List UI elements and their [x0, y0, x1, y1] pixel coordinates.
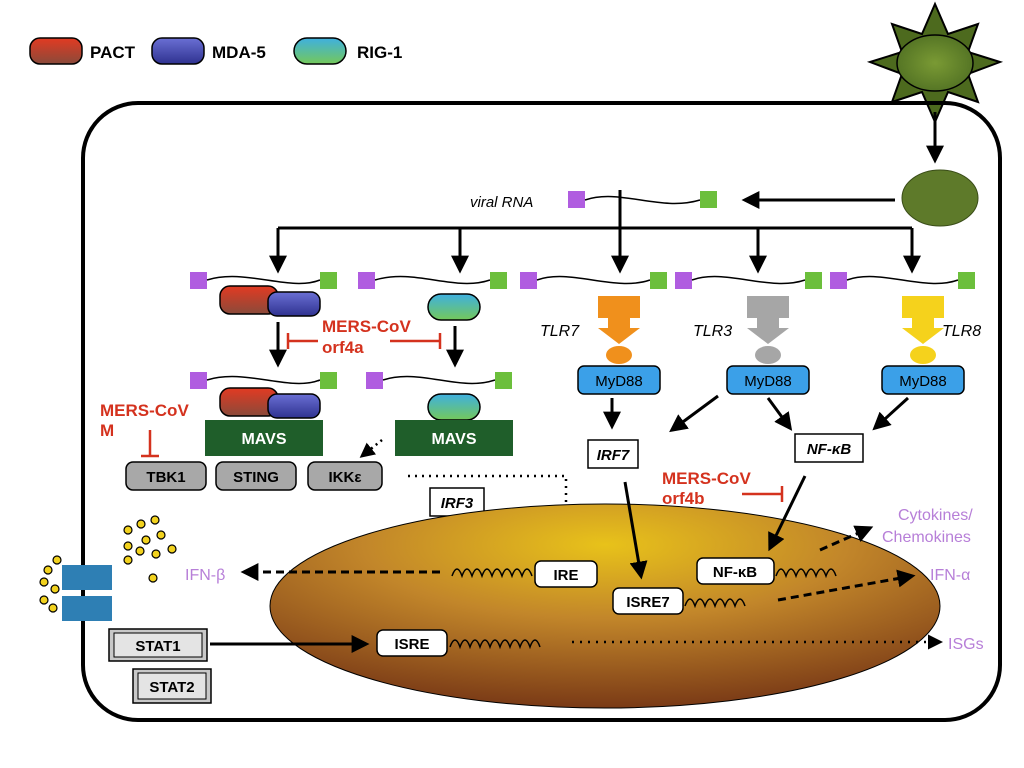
ire-box: [534, 560, 598, 588]
tlr8-receptor: [902, 296, 944, 364]
stat2-label: STAT2: [149, 679, 194, 696]
isre7-box: [612, 587, 684, 615]
legend: PACT MDA-5 RIG-1: [29, 37, 402, 65]
mers-cov-orf4a-label-2: orf4a: [322, 338, 364, 357]
ikke-box: [307, 461, 383, 491]
ifn-beta-label: IFN-β: [185, 567, 225, 584]
stat1-label: STAT1: [135, 638, 180, 655]
isre-box: [376, 629, 448, 657]
rna-strands-row1: [190, 272, 975, 289]
tlr7-label: TLR7: [540, 323, 580, 340]
tbk1-box: [125, 461, 207, 491]
mda5-protein: [267, 291, 321, 317]
tlr8-label: TLR8: [942, 323, 981, 340]
cytokines-label: Cytokines/: [898, 507, 973, 524]
legend-pact-label: PACT: [90, 43, 136, 62]
rna-3-end-icon: [700, 191, 717, 208]
nfkb-box-cytoplasm: [794, 433, 864, 463]
rna-5-end-icon: [568, 191, 585, 208]
nfkb-box-nucleus: [696, 557, 775, 585]
sting-label: STING: [233, 469, 279, 486]
tlr3-receptor: [747, 296, 789, 364]
mers-cov-orf4a-label-1: MERS-CoV: [322, 317, 411, 336]
irf3-box: [429, 487, 485, 517]
myd88-label-tlr3: MyD88: [744, 373, 792, 390]
myd88-box-tlr8: [881, 365, 965, 395]
isgs-label: ISGs: [948, 636, 984, 653]
ikke-label: IKKε: [329, 469, 362, 486]
mers-cov-orf4b-label-1: MERS-CoV: [662, 469, 751, 488]
isre7-label: ISRE7: [626, 594, 669, 611]
ifn-alpha-label: IFN-α: [930, 567, 970, 584]
tlr3-label: TLR3: [693, 323, 732, 340]
irf3-label: IRF3: [441, 495, 474, 512]
myd88-box-tlr7: [577, 365, 661, 395]
legend-mda5-label: MDA-5: [212, 43, 266, 62]
mers-cov-orf4b-label-2: orf4b: [662, 489, 705, 508]
rig1-protein: [427, 293, 481, 321]
nucleus: [269, 503, 941, 709]
mda5-legend-swatch: [151, 37, 205, 65]
irf7-box: [587, 439, 639, 469]
viral-rna-label: viral RNA: [470, 194, 533, 211]
myd88-label-tlr7: MyD88: [595, 373, 643, 390]
legend-rig1-label: RIG-1: [357, 43, 402, 62]
rig1-legend-swatch: [293, 37, 347, 65]
cell-membrane: [81, 101, 1002, 722]
ifn-receptor-top: [62, 565, 112, 590]
mavs-label-2: MAVS: [431, 431, 476, 448]
ifn-beta-molecules: [39, 515, 177, 613]
nfkb-label-cytoplasm: NF-κB: [807, 441, 851, 458]
mavs-label-1: MAVS: [241, 431, 286, 448]
myd88-label-tlr8: MyD88: [899, 373, 947, 390]
mers-cov-m-label-1: MERS-CoV: [100, 401, 189, 420]
endosome-icon: [901, 169, 979, 227]
tbk1-label: TBK1: [146, 469, 185, 486]
nfkb-label-nucleus: NF-κB: [713, 564, 757, 581]
pact-legend-swatch: [29, 37, 83, 65]
ifn-receptor-bottom: [62, 596, 112, 621]
sting-box: [215, 461, 297, 491]
ire-label: IRE: [553, 567, 578, 584]
mavs-box-2: [395, 420, 513, 456]
irf7-label: IRF7: [597, 447, 630, 464]
virus-icon: [866, 1, 1004, 125]
mers-cov-m-label-2: M: [100, 421, 114, 440]
isre-label: ISRE: [394, 636, 429, 653]
myd88-box-tlr3: [726, 365, 810, 395]
mavs-box-1: [205, 420, 323, 456]
chemokines-label: Chemokines: [882, 529, 971, 546]
tlr7-receptor: [598, 296, 640, 364]
